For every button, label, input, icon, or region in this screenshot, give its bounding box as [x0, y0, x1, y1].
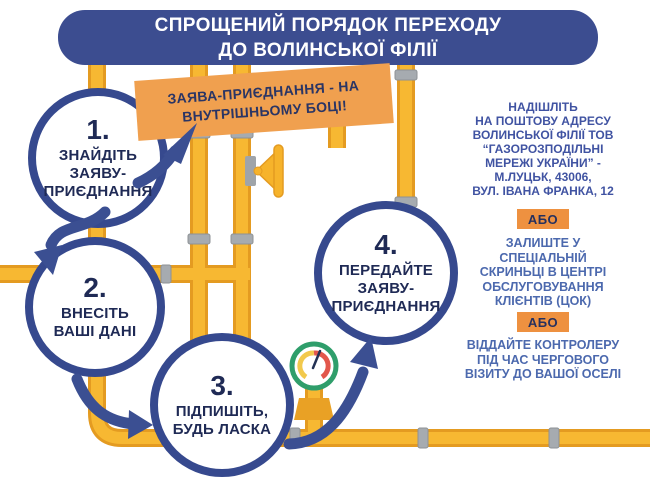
- flow-arrow-1-to-2: [34, 206, 111, 275]
- step-label: ВНЕСІТЬ ВАШІ ДАНІ: [53, 305, 137, 340]
- step-label: ПІДПИШІТЬ, БУДЬ ЛАСКА: [172, 403, 272, 438]
- step-label: ПЕРЕДАЙТЕ ЗАЯВУ- ПРИЄДНАННЯ: [331, 262, 441, 315]
- flow-arrow-2-to-3: [71, 373, 153, 439]
- pressure-gauge-icon: [289, 341, 339, 391]
- step-circle-3: 3. ПІДПИШІТЬ, БУДЬ ЛАСКА: [150, 333, 294, 477]
- delivery-options-column: НАДІШЛІТЬ НА ПОШТОВУ АДРЕСУ ВОЛИНСЬКОЇ Ф…: [440, 0, 646, 487]
- step-number: 4.: [374, 229, 398, 260]
- page-title: СПРОЩЕНИЙ ПОРЯДОК ПЕРЕХОДУ ДО ВОЛИНСЬКОЇ…: [58, 10, 598, 65]
- delivery-option-inspector: ВІДДАЙТЕ КОНТРОЛЕРУ ПІД ЧАС ЧЕРГОВОГО ВІ…: [464, 338, 622, 381]
- flow-arrow-3-to-4: [283, 337, 378, 450]
- or-badge-2: АБО: [517, 312, 569, 332]
- step-label: ЗНАЙДІТЬ ЗАЯВУ- ПРИЄДНАННЯ: [43, 147, 153, 200]
- flow-arrow-1-to-ribbon: [132, 123, 197, 189]
- gauge-flange: [294, 398, 334, 420]
- step-number: 1.: [86, 114, 110, 145]
- step-circle-4: 4. ПЕРЕДАЙТЕ ЗАЯВУ- ПРИЄДНАННЯ: [314, 201, 458, 345]
- pipe-valve-icon: [245, 144, 284, 198]
- step-number: 2.: [83, 272, 107, 303]
- delivery-option-mail: НАДІШЛІТЬ НА ПОШТОВУ АДРЕСУ ВОЛИНСЬКОЇ Ф…: [472, 100, 614, 198]
- step-number: 3.: [210, 370, 234, 401]
- flow-arrows: [34, 123, 378, 450]
- step-circle-1: 1. ЗНАЙДІТЬ ЗАЯВУ- ПРИЄДНАННЯ: [28, 88, 168, 228]
- or-badge-1: АБО: [517, 209, 569, 229]
- delivery-option-service-center: ЗАЛИШТЕ У СПЕЦІАЛЬНІЙ СКРИНЬЦІ В ЦЕНТРІ …: [479, 236, 607, 308]
